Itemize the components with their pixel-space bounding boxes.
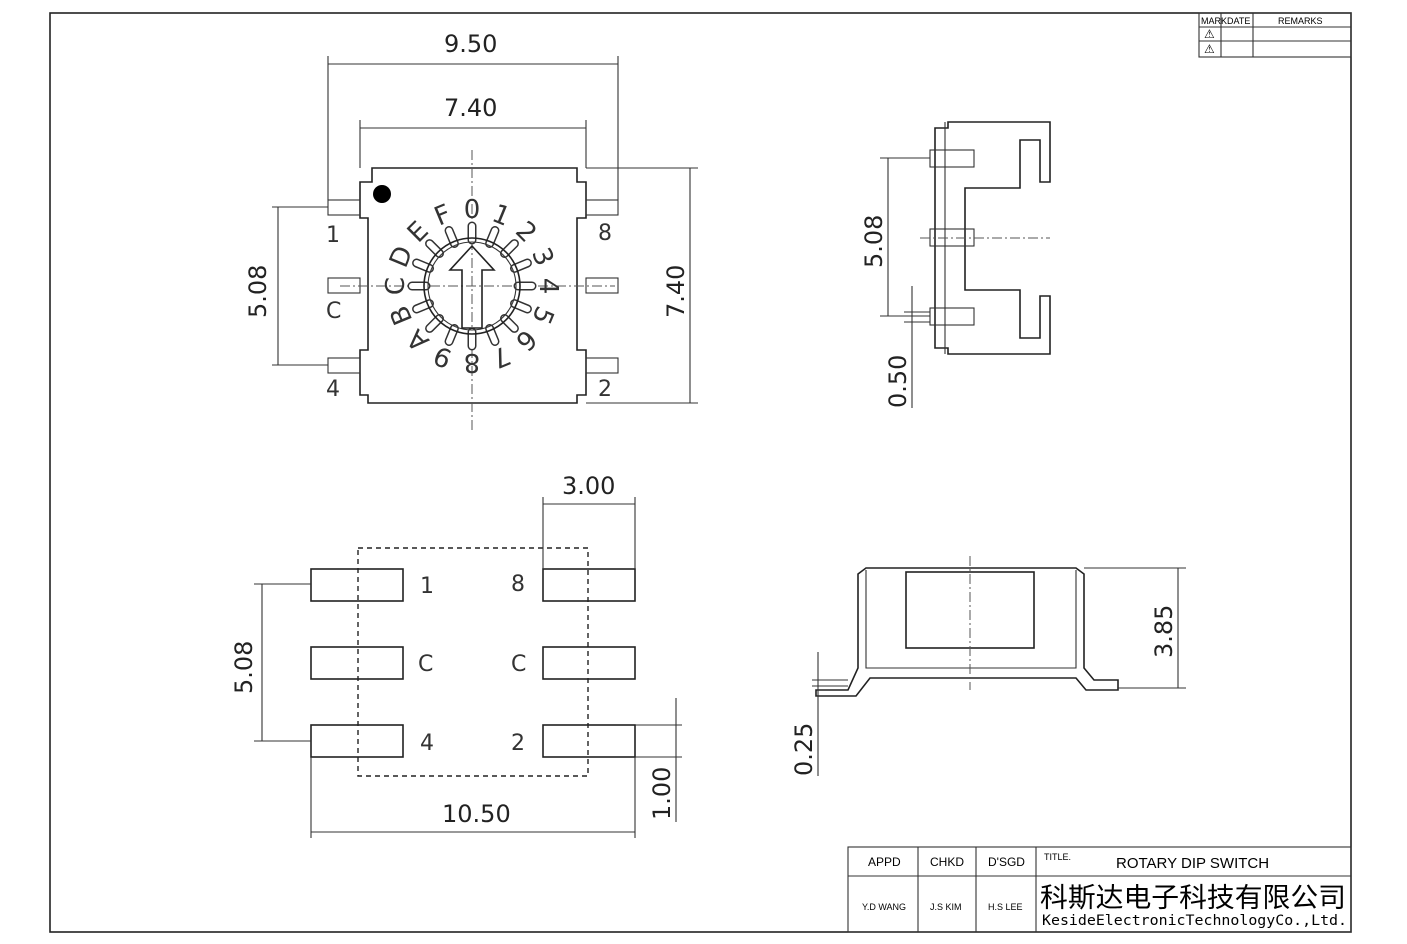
rev-date-header: DATE (1227, 16, 1250, 26)
fp-label-c-left: C (418, 652, 433, 677)
title-block: APPD CHKD D'SGD TITLE. ROTARY DIP SWITCH… (847, 846, 1352, 933)
dial-label: 0 (464, 195, 481, 225)
dim-fp-pad-pitch: 5.08 (230, 641, 258, 694)
drawing-title: ROTARY DIP SWITCH (1116, 855, 1269, 872)
dim-top-overall-width: 9.50 (444, 30, 497, 58)
dial-label: C (381, 277, 411, 295)
dial-label: 5 (525, 302, 559, 329)
chkd-name: J.S KIM (930, 902, 962, 912)
top-pin-4: 4 (326, 377, 340, 402)
appd-name: Y.D WANG (862, 902, 906, 912)
top-pin-c: C (326, 299, 341, 324)
rev-remarks-header: REMARKS (1278, 16, 1323, 26)
fp-label-2: 2 (511, 731, 525, 756)
rev-mark-1: ⚠ (1204, 27, 1215, 41)
title-label: TITLE. (1044, 852, 1071, 862)
dim-side-pin-width: 0.50 (884, 355, 912, 408)
dial-label: F (430, 199, 455, 232)
dial-label: D (384, 242, 419, 272)
dim-top-pin-pitch: 5.08 (244, 265, 272, 318)
fp-label-8: 8 (511, 572, 525, 597)
dim-fp-overall-width: 10.50 (442, 800, 511, 828)
fp-label-4: 4 (420, 731, 434, 756)
pad-8 (542, 568, 636, 602)
dial-label: 8 (464, 347, 481, 377)
dial-label: 3 (525, 244, 559, 271)
pad-c-left (310, 646, 404, 680)
dial-label: 9 (430, 339, 457, 373)
company-name-en: KesideElectronicTechnologyCo.,Ltd. (1042, 913, 1347, 929)
dial-label: 7 (488, 339, 515, 373)
dial-label: B (385, 301, 420, 329)
dim-front-standoff: 0.25 (790, 723, 818, 776)
dsgd-label: D'SGD (988, 855, 1025, 869)
dim-top-body-height: 7.40 (662, 265, 690, 318)
pad-c-right (542, 646, 636, 680)
dim-fp-pad-width: 1.00 (648, 767, 676, 820)
appd-label: APPD (868, 855, 901, 869)
pad-2 (542, 724, 636, 758)
rev-mark-2: ⚠ (1204, 42, 1215, 56)
dim-top-body-width: 7.40 (444, 94, 497, 122)
rotor-arrow-icon (448, 244, 496, 329)
drawing-frame (49, 12, 1352, 933)
pin1-marker-dot (373, 185, 391, 203)
front-view: 3.85 0.25 (790, 556, 1186, 776)
revision-block: MARK DATE REMARKS ⚠ ⚠ (1198, 12, 1352, 58)
top-pin-8: 8 (598, 221, 612, 246)
dsgd-name: H.S LEE (988, 902, 1023, 912)
fp-label-1: 1 (420, 574, 434, 599)
top-pin-1: 1 (326, 223, 340, 248)
pad-4 (310, 724, 404, 758)
footprint-view: 1 C 4 8 C 2 3.00 5.08 10.50 1.00 (230, 472, 682, 838)
company-name-cn: 科斯达电子科技有限公司 (1040, 883, 1346, 914)
dial-label: 1 (488, 199, 515, 233)
dim-front-height: 3.85 (1150, 605, 1178, 658)
dim-side-pin-pitch: 5.08 (860, 215, 888, 268)
fp-label-c-right: C (511, 652, 526, 677)
rev-mark-header: MARK (1201, 16, 1227, 26)
side-view: 5.08 0.50 (860, 121, 1051, 408)
dial-label: 4 (533, 278, 563, 295)
pad-1 (310, 568, 404, 602)
chkd-label: CHKD (930, 855, 964, 869)
top-pin-2: 2 (598, 377, 612, 402)
dim-fp-pad-length: 3.00 (562, 472, 615, 500)
